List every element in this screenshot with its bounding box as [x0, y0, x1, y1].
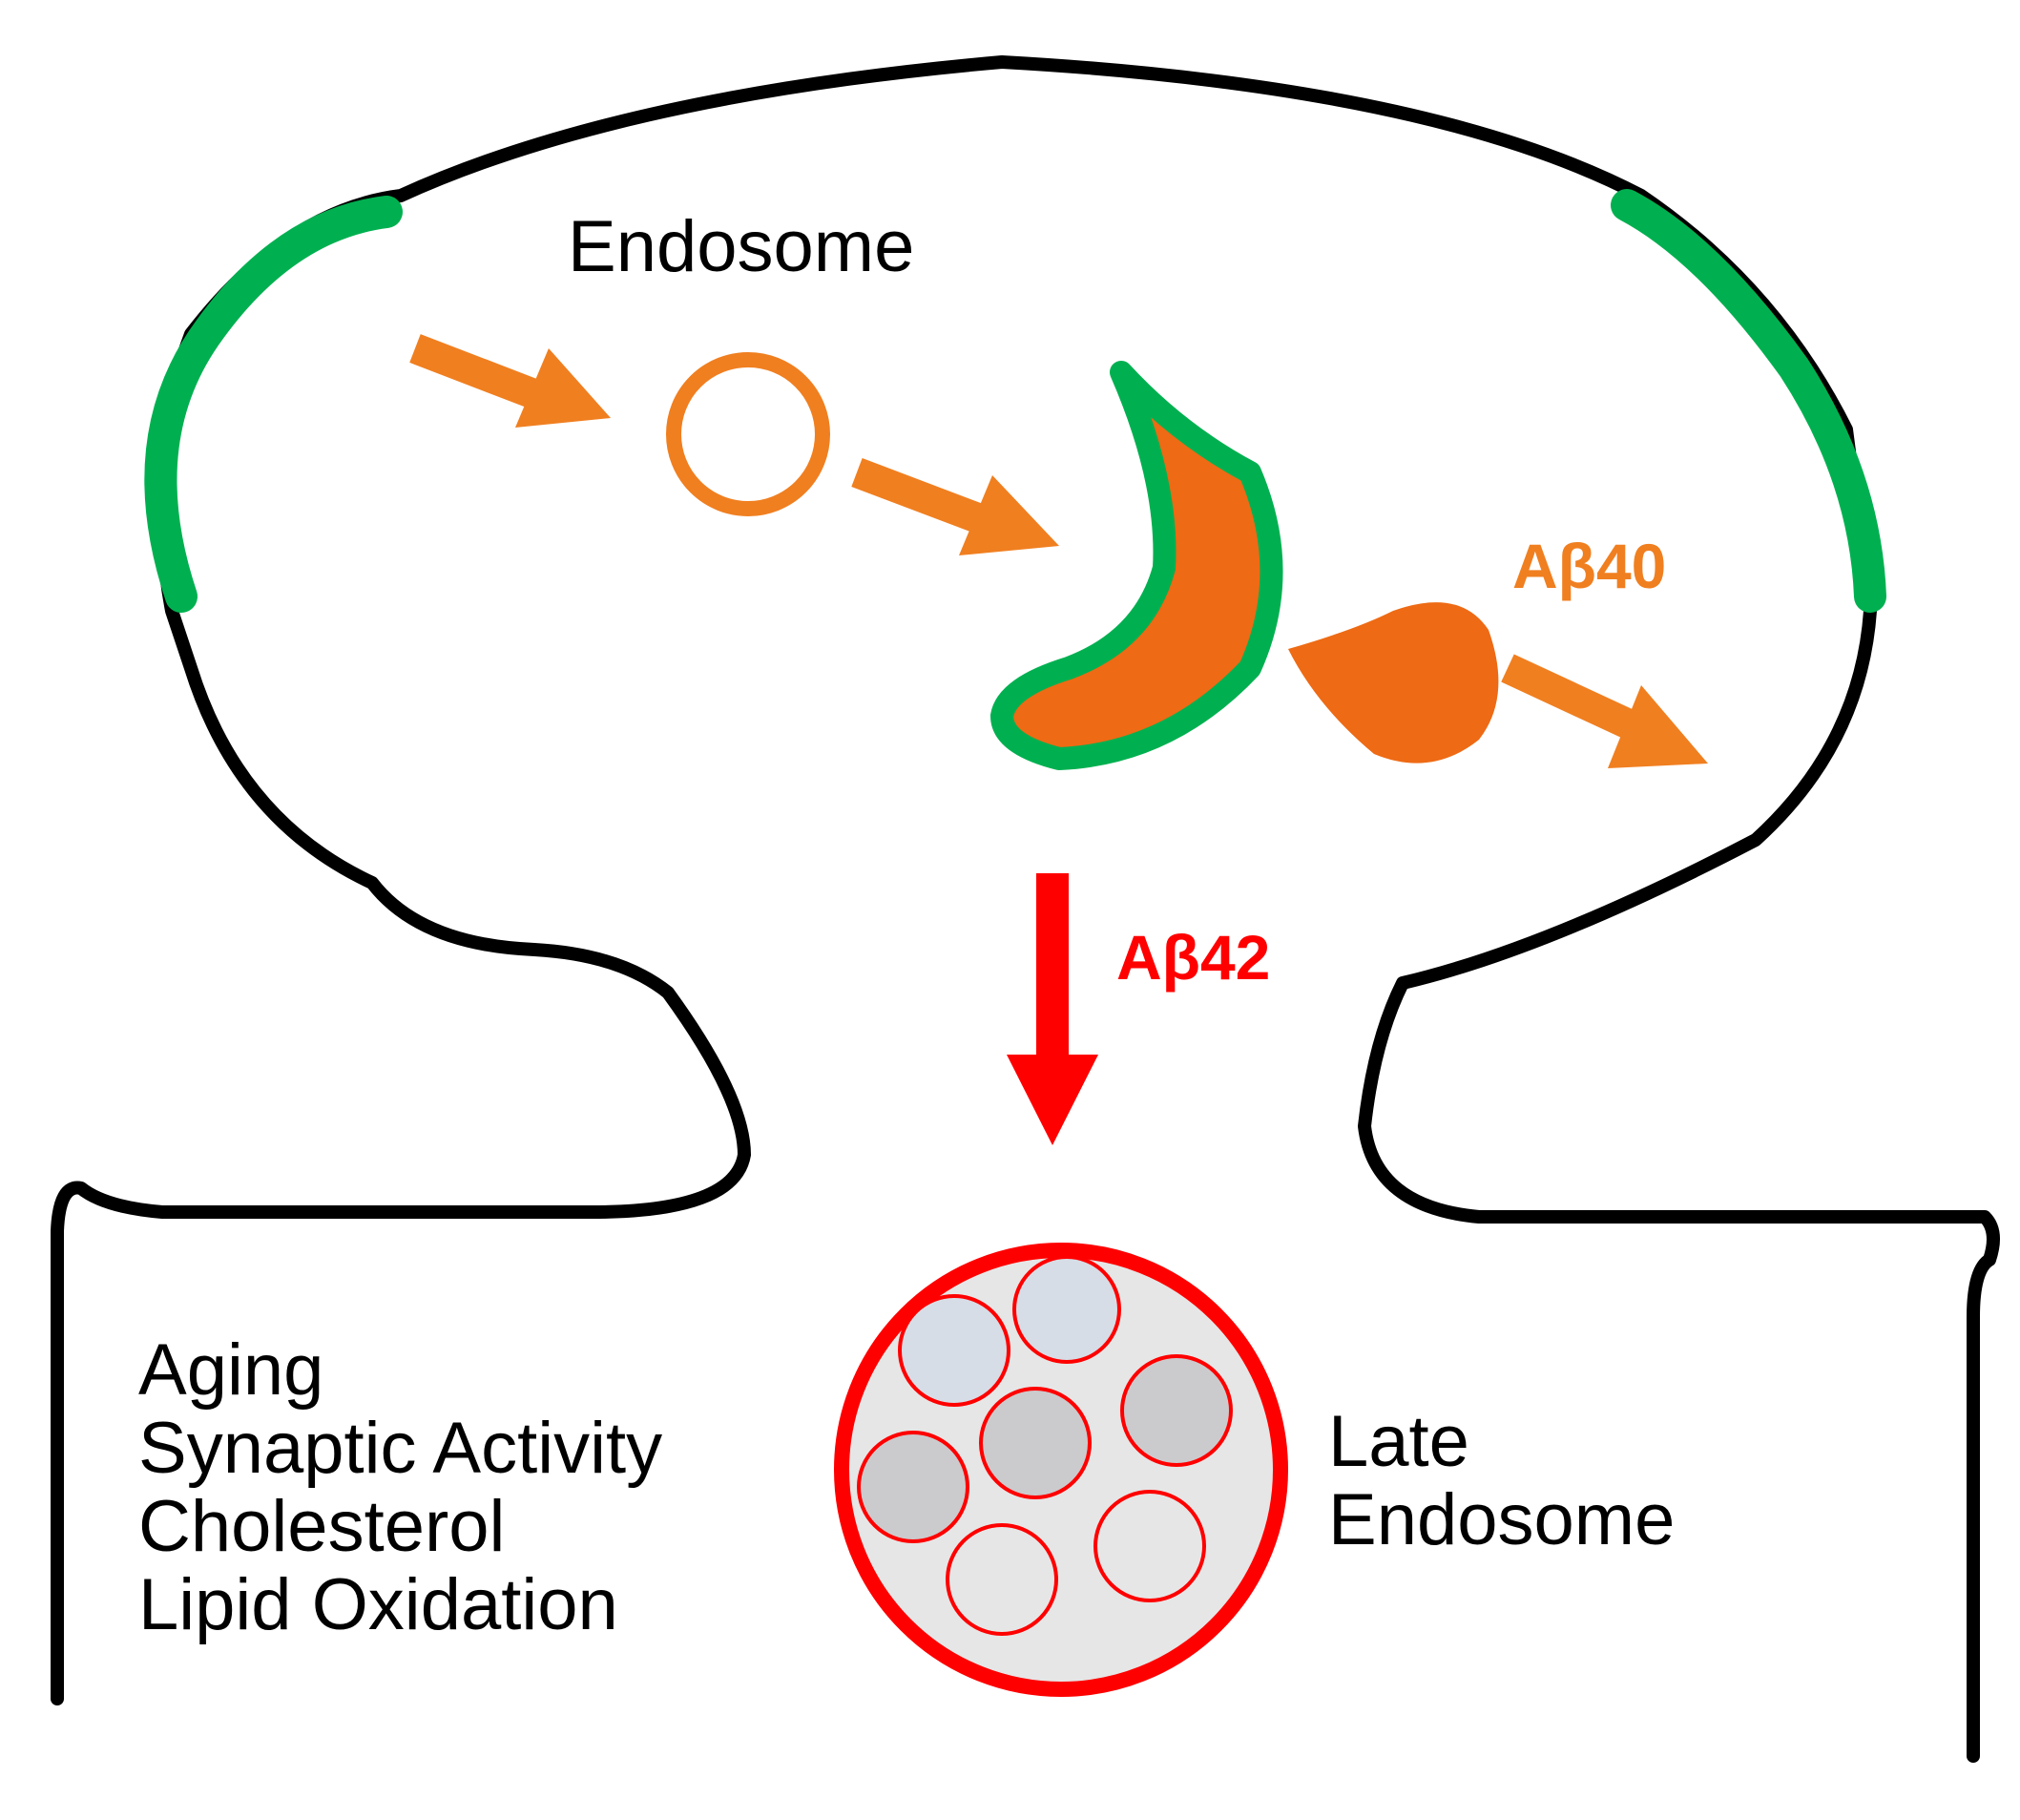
- intraluminal-vesicles: [857, 1255, 1233, 1636]
- vesicle: [979, 1387, 1092, 1499]
- arrow-icon: [851, 458, 1059, 555]
- arrow-icon: [409, 334, 611, 428]
- vesicle: [1012, 1255, 1121, 1364]
- vesicle: [1093, 1490, 1206, 1602]
- membrane-domain-left: [144, 196, 403, 613]
- risk-factors-list: Aging Synaptic Activity Cholesterol Lipi…: [138, 1329, 663, 1646]
- factor-synaptic-activity: Synaptic Activity: [138, 1408, 663, 1490]
- factor-lipid-oxidation: Lipid Oxidation: [138, 1564, 618, 1646]
- vesicle: [898, 1294, 1010, 1407]
- factor-aging: Aging: [138, 1329, 324, 1411]
- arrow-icon: [1007, 873, 1098, 1145]
- factor-cholesterol: Cholesterol: [138, 1486, 506, 1568]
- neuron-membrane: [51, 55, 2000, 1763]
- endosome-crescent: [990, 361, 1283, 770]
- vesicle: [946, 1523, 1058, 1636]
- circle-icon: [666, 352, 830, 516]
- late-endosome-label-line2: Endosome: [1328, 1479, 1676, 1561]
- arrow-icon: [1501, 654, 1708, 768]
- vesicle: [1120, 1354, 1233, 1467]
- abeta42-label: Aβ42: [1116, 922, 1271, 993]
- membrane-domain-right: [1611, 189, 1886, 613]
- vesicle: [857, 1431, 969, 1543]
- droplet-icon: [1288, 602, 1499, 764]
- late-endosome-label-line1: Late: [1328, 1401, 1469, 1482]
- abeta40-label: Aβ40: [1512, 531, 1667, 601]
- late-endosome-label: Late Endosome: [1328, 1401, 1676, 1561]
- endosome-label: Endosome: [568, 206, 915, 287]
